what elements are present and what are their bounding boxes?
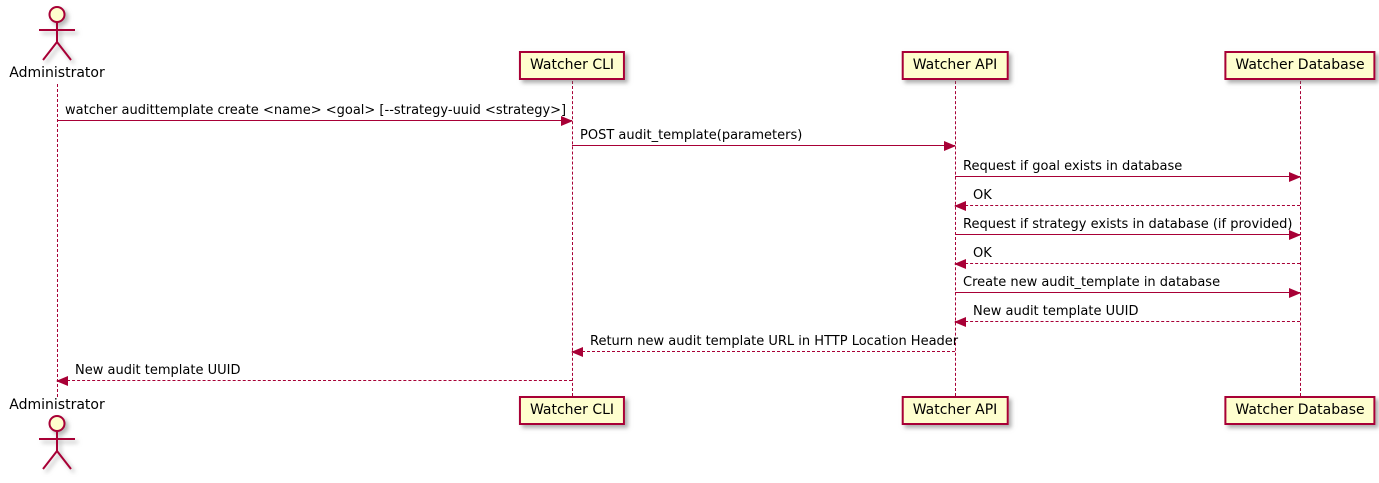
message-arrow (571, 347, 955, 357)
arrowhead-right-icon (1289, 288, 1301, 298)
arrowhead-right-icon (1289, 230, 1301, 240)
message-ok-strategy: OK (954, 246, 1300, 269)
participant-watcher-database-bottom: Watcher Database (1224, 396, 1376, 425)
message-create-audittemplate: watcher audittemplate create <name> <goa… (57, 103, 573, 126)
arrowhead-right-icon (561, 116, 573, 126)
message-new-audit-template-uuid-db: New audit template UUID (954, 304, 1300, 327)
stick-figure-icon (39, 415, 75, 470)
message-return-url-location-header: Return new audit template URL in HTTP Lo… (571, 334, 959, 357)
message-new-audit-template-uuid-admin: New audit template UUID (56, 363, 572, 386)
message-arrow (56, 376, 572, 386)
message-arrow (955, 288, 1301, 298)
administrator-actor-icon-bottom (34, 414, 80, 476)
arrowhead-right-icon (944, 141, 956, 151)
message-arrow (955, 230, 1301, 240)
message-label: Create new audit_template in database (963, 275, 1221, 290)
arrowhead-left-icon (954, 201, 966, 211)
message-arrow (954, 259, 1300, 269)
message-label: Request if strategy exists in database (… (963, 217, 1293, 232)
participant-watcher-cli-bottom: Watcher CLI (518, 396, 626, 425)
message-label: Request if goal exists in database (963, 159, 1183, 174)
arrowhead-left-icon (56, 376, 68, 386)
participant-watcher-database-top: Watcher Database (1224, 51, 1376, 80)
message-label: New audit template UUID (75, 363, 241, 378)
message-label: New audit template UUID (973, 304, 1139, 319)
message-arrow (955, 172, 1301, 182)
participant-watcher-api-bottom: Watcher API (901, 396, 1009, 425)
message-arrow (954, 317, 1300, 327)
actor-label-bottom: Administrator (9, 397, 105, 413)
message-ok-goal: OK (954, 188, 1300, 211)
participant-watcher-api-top: Watcher API (901, 51, 1009, 80)
message-arrow (954, 201, 1300, 211)
arrowhead-left-icon (571, 347, 583, 357)
message-post-audit-template: POST audit_template(parameters) (572, 128, 956, 151)
message-arrow (572, 141, 956, 151)
message-label: OK (973, 246, 992, 261)
lifeline-administrator (57, 84, 58, 397)
message-label: Return new audit template URL in HTTP Lo… (590, 334, 959, 349)
lifeline-watcher-api (955, 81, 956, 396)
arrowhead-right-icon (1289, 172, 1301, 182)
arrowhead-left-icon (954, 317, 966, 327)
message-label: POST audit_template(parameters) (580, 128, 803, 143)
message-request-strategy-exists: Request if strategy exists in database (… (955, 217, 1301, 240)
participant-watcher-cli-top: Watcher CLI (518, 51, 626, 80)
administrator-actor-icon (34, 5, 80, 67)
arrowhead-left-icon (954, 259, 966, 269)
lifeline-watcher-cli (572, 81, 573, 396)
message-label: watcher audittemplate create <name> <goa… (65, 103, 567, 118)
stick-figure-icon (39, 6, 75, 61)
message-request-goal-exists: Request if goal exists in database (955, 159, 1301, 182)
actor-label-top: Administrator (9, 65, 105, 81)
message-label: OK (973, 188, 992, 203)
message-arrow (57, 116, 573, 126)
message-create-new-audit-template: Create new audit_template in database (955, 275, 1301, 298)
